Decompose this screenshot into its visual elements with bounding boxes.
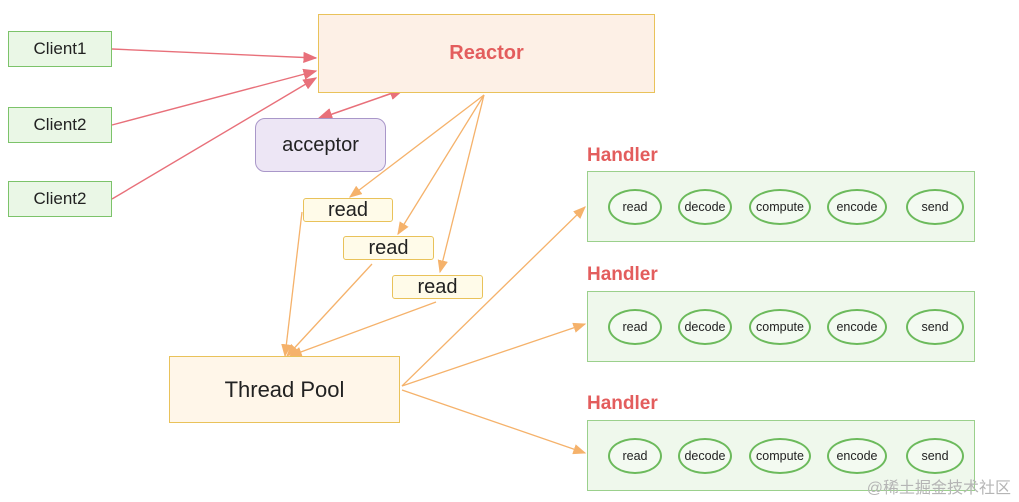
watermark: @稀土掘金技术社区 (866, 480, 1011, 497)
acceptor-box: acceptor (255, 118, 386, 172)
handler2-step-compute: compute (749, 309, 811, 345)
handler-title-2: Handler (587, 264, 658, 285)
client1-to-reactor-arrow (111, 48, 318, 64)
handler1-step-decode: decode (678, 189, 732, 225)
client3-to-reactor-arrow (111, 77, 318, 200)
read2-to-pool-arrow (286, 263, 373, 357)
handler2-step-encode: encode (827, 309, 887, 345)
client2-box: Client2 (8, 107, 112, 143)
reactor-to-read3-arrow (437, 94, 485, 274)
handler2-step-read: read (608, 309, 662, 345)
client1-box: Client1 (8, 31, 112, 67)
handler3-step-decode: decode (678, 438, 732, 474)
handler2-step-send: send (906, 309, 964, 345)
read-box-2: read (343, 236, 434, 260)
handler3-step-encode: encode (827, 438, 887, 474)
pool-to-handler2-arrow (401, 322, 587, 387)
reactor-to-read1-arrow (348, 94, 485, 198)
client2-to-reactor-arrow (111, 68, 318, 126)
read1-to-pool-arrow (281, 211, 303, 358)
handler-box-2: read decode compute encode send (587, 291, 975, 362)
read3-to-pool-arrow (288, 301, 437, 357)
handler3-step-read: read (608, 438, 662, 474)
handler1-step-encode: encode (827, 189, 887, 225)
handler-box-3: read decode compute encode send (587, 420, 975, 491)
reactor-box: Reactor (318, 14, 655, 93)
reactor-to-read2-arrow (397, 94, 485, 236)
pool-to-handler3-arrow (401, 389, 587, 455)
handler-title-1: Handler (587, 145, 658, 166)
handler1-step-read: read (608, 189, 662, 225)
thread-pool-box: Thread Pool (169, 356, 400, 423)
handler-box-1: read decode compute encode send (587, 171, 975, 242)
handler2-step-decode: decode (678, 309, 732, 345)
pool-to-handler1-arrow (401, 206, 586, 387)
handler3-step-send: send (906, 438, 964, 474)
read-box-1: read (303, 198, 393, 222)
client3-box: Client2 (8, 181, 112, 217)
handler1-step-compute: compute (749, 189, 811, 225)
reactor-acceptor-arrow (316, 87, 406, 121)
handler1-step-send: send (906, 189, 964, 225)
handler-title-3: Handler (587, 393, 658, 414)
handler3-step-compute: compute (749, 438, 811, 474)
read-box-3: read (392, 275, 483, 299)
